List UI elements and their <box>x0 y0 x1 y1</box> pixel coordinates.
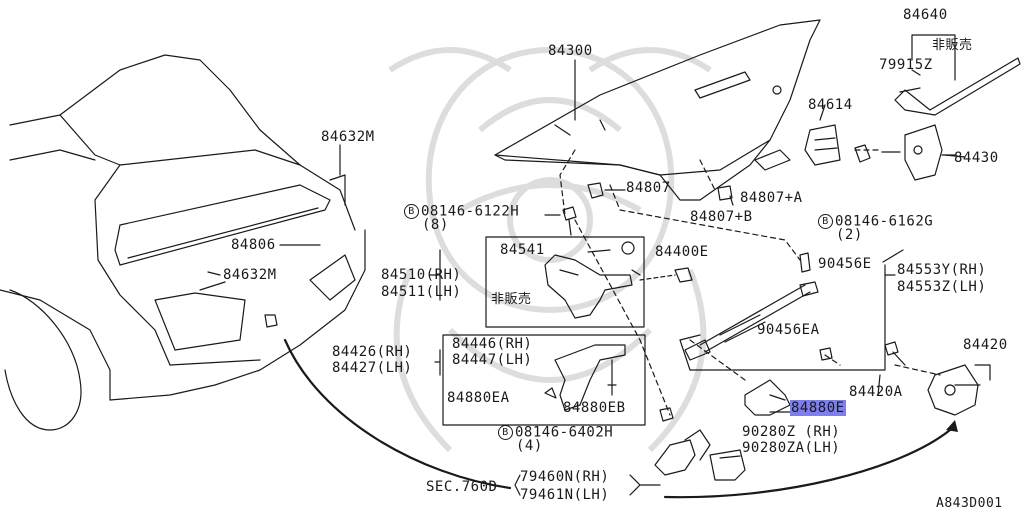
label-84880e-highlighted[interactable]: 84880E <box>790 400 846 416</box>
label-79460n-rh[interactable]: 79460N(RH) <box>520 469 610 485</box>
label-bolt3-qty: (4) <box>516 438 543 454</box>
label-84430[interactable]: 84430 <box>954 150 999 166</box>
bolt-circle-icon: B <box>818 214 833 229</box>
label-90280za-lh[interactable]: 90280ZA(LH) <box>742 440 841 456</box>
label-84420[interactable]: 84420 <box>963 337 1008 353</box>
label-not-for-sale-hinge: 非販売 <box>491 292 532 307</box>
label-84300[interactable]: 84300 <box>548 43 593 59</box>
label-84426-rh[interactable]: 84426(RH) <box>332 344 413 360</box>
bolt-circle-icon: B <box>498 425 513 440</box>
bolt-circle-icon: B <box>404 204 419 219</box>
label-79461n-lh[interactable]: 79461N(LH) <box>520 487 610 503</box>
car-body <box>0 54 366 431</box>
label-84510-rh[interactable]: 84510(RH) <box>381 267 462 283</box>
label-84640[interactable]: 84640 <box>903 7 948 23</box>
label-84614[interactable]: 84614 <box>808 97 853 113</box>
label-84806[interactable]: 84806 <box>231 237 276 253</box>
label-84632m-mid[interactable]: 84632M <box>223 267 277 283</box>
label-84511-lh[interactable]: 84511(LH) <box>381 284 462 300</box>
label-84880ea[interactable]: 84880EA <box>447 390 510 406</box>
label-84446-rh[interactable]: 84446(RH) <box>452 336 533 352</box>
label-bolt2-qty: (2) <box>836 227 863 243</box>
label-84541[interactable]: 84541 <box>500 242 545 258</box>
label-90456ea[interactable]: 90456EA <box>757 322 820 338</box>
label-84807-a[interactable]: 84807+A <box>740 190 803 206</box>
watermark-emblem <box>388 46 712 453</box>
label-84553z-lh[interactable]: 84553Z(LH) <box>897 279 987 295</box>
highlight-84880e: 84880E <box>790 400 846 416</box>
label-79915z[interactable]: 79915Z <box>879 57 933 73</box>
label-sec-760[interactable]: SEC.760D <box>426 479 498 495</box>
label-84880eb[interactable]: 84880EB <box>563 400 626 416</box>
label-84553y-rh[interactable]: 84553Y(RH) <box>897 262 987 278</box>
label-84632m-top[interactable]: 84632M <box>321 129 375 145</box>
label-bolt1-qty: (8) <box>422 217 449 233</box>
trunk-lid <box>494 19 821 201</box>
label-not-for-sale-84640: 非販売 <box>932 38 973 53</box>
label-84807[interactable]: 84807 <box>626 180 671 196</box>
label-84447-lh[interactable]: 84447(LH) <box>452 352 533 368</box>
label-84400e[interactable]: 84400E <box>655 244 709 260</box>
label-90456e[interactable]: 90456E <box>818 256 872 272</box>
label-84807-b[interactable]: 84807+B <box>690 209 753 225</box>
label-84427-lh[interactable]: 84427(LH) <box>332 360 413 376</box>
label-90280z-rh[interactable]: 90280Z (RH) <box>742 424 841 440</box>
label-84420a[interactable]: 84420A <box>849 384 903 400</box>
figure-code: A843D001 <box>936 496 1003 510</box>
